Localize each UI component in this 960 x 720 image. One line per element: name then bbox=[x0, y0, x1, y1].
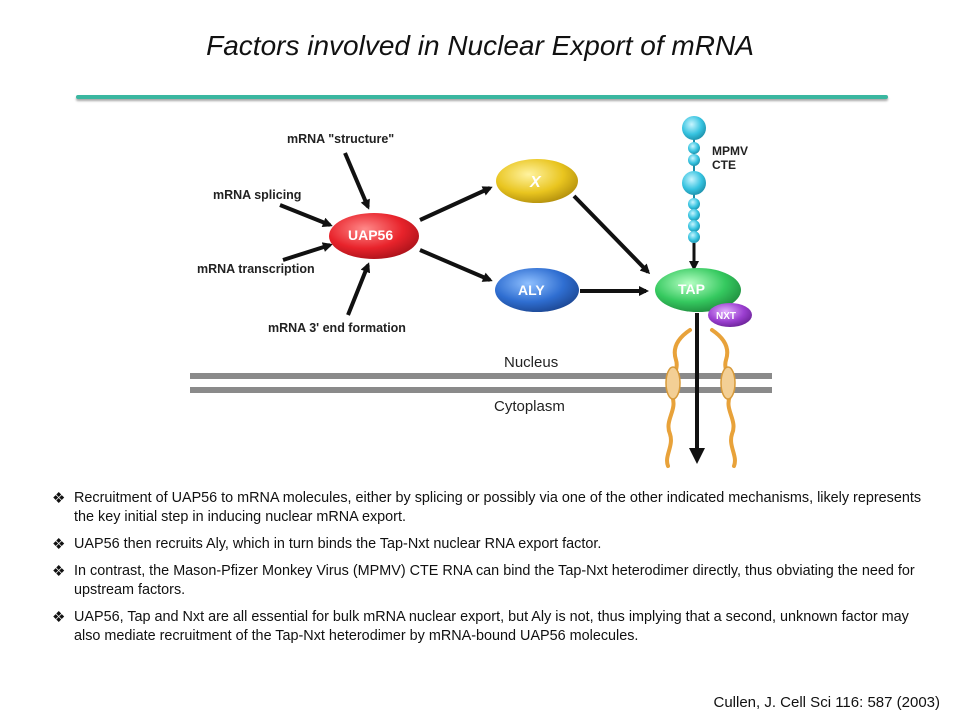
node-nxt-label: NXT bbox=[716, 311, 736, 322]
node-x-label: X bbox=[529, 174, 542, 191]
arrow-structure-to-uap56 bbox=[343, 152, 370, 210]
citation: Cullen, J. Cell Sci 116: 587 (2003) bbox=[713, 694, 940, 711]
membrane-upper bbox=[190, 373, 772, 379]
node-nxt: NXT bbox=[708, 303, 752, 327]
arrow-uap56-to-x bbox=[419, 186, 493, 222]
pore-ring-right bbox=[720, 366, 736, 400]
membrane-lower bbox=[190, 387, 772, 393]
label-nucleus: Nucleus bbox=[504, 354, 558, 371]
title-divider bbox=[76, 95, 888, 99]
bullet-text: In contrast, the Mason-Pfizer Monkey Vir… bbox=[74, 563, 915, 598]
label-mrna-3end-formation: mRNA 3' end formation bbox=[268, 321, 406, 335]
arrow-3end-to-uap56 bbox=[346, 262, 371, 316]
node-uap56: UAP56 bbox=[329, 213, 419, 259]
bullet-item: ❖ In contrast, the Mason-Pfizer Monkey Vi… bbox=[52, 562, 932, 600]
label-mpmv: MPMV bbox=[712, 144, 748, 158]
arrow-uap56-to-aly bbox=[419, 248, 493, 282]
node-uap56-label: UAP56 bbox=[348, 227, 393, 243]
arrow-transcription-to-uap56 bbox=[282, 242, 333, 262]
bullet-item: ❖ Recruitment of UAP56 to mRNA molecules,… bbox=[52, 489, 932, 527]
arrow-x-to-tap bbox=[572, 194, 651, 275]
diamond-bullet-icon: ❖ bbox=[52, 490, 66, 507]
node-x: X bbox=[496, 159, 578, 203]
export-pathway-diagram: mRNA "structure" mRNA splicing mRNA tran… bbox=[190, 116, 772, 468]
node-aly: ALY bbox=[495, 268, 579, 312]
label-cytoplasm: Cytoplasm bbox=[494, 398, 565, 415]
pore-ring-left bbox=[665, 366, 681, 400]
mpmv-cte-rna bbox=[682, 116, 706, 243]
node-tap: TAP bbox=[655, 268, 741, 312]
node-tap-label: TAP bbox=[678, 281, 705, 297]
label-mrna-transcription: mRNA transcription bbox=[197, 262, 315, 276]
summary-bullets: ❖ Recruitment of UAP56 to mRNA molecules,… bbox=[52, 489, 932, 654]
bullet-text: UAP56 then recruits Aly, which in turn b… bbox=[74, 536, 602, 552]
bullet-item: ❖ UAP56, Tap and Nxt are all essential fo… bbox=[52, 608, 932, 646]
diamond-bullet-icon: ❖ bbox=[52, 563, 66, 580]
diamond-bullet-icon: ❖ bbox=[52, 609, 66, 626]
bullet-text: UAP56, Tap and Nxt are all essential for… bbox=[74, 609, 909, 644]
node-aly-label: ALY bbox=[518, 282, 545, 298]
page-title: Factors involved in Nuclear Export of mR… bbox=[206, 30, 754, 61]
bullet-item: ❖ UAP56 then recruits Aly, which in turn … bbox=[52, 535, 932, 554]
diamond-bullet-icon: ❖ bbox=[52, 536, 66, 553]
label-mrna-structure: mRNA "structure" bbox=[287, 132, 394, 146]
bullet-text: Recruitment of UAP56 to mRNA molecules, … bbox=[74, 490, 922, 525]
label-mrna-splicing: mRNA splicing bbox=[213, 188, 301, 202]
label-cte: CTE bbox=[712, 158, 736, 172]
arrow-splicing-to-uap56 bbox=[279, 203, 333, 228]
